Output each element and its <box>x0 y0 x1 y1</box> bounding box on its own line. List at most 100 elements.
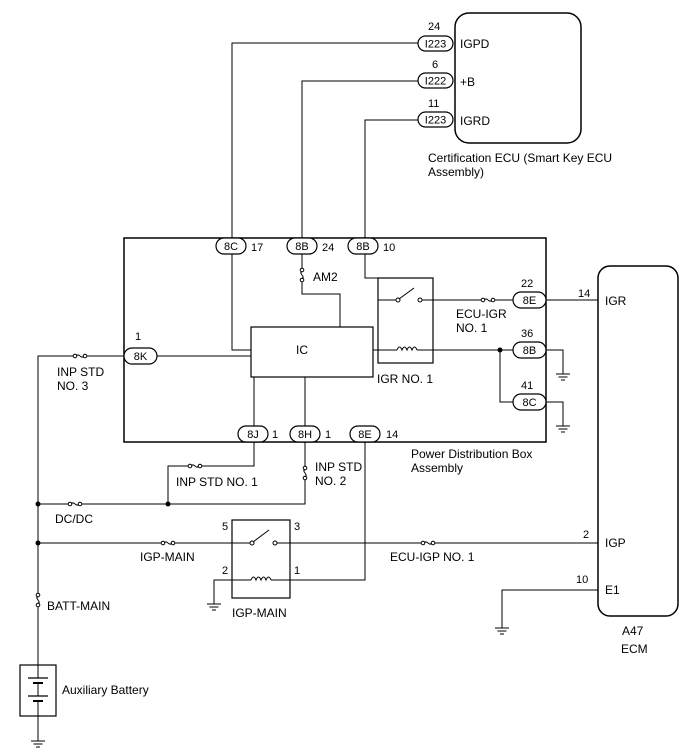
connector-code: 8B <box>295 241 308 253</box>
connector-pill <box>286 237 318 255</box>
relay-switch <box>252 529 270 543</box>
pdb-pin-8c-41: 8C 41 <box>512 380 547 411</box>
inp-std-no3-label-2: NO. 3 <box>57 379 89 393</box>
ecu-igr-fuse-label-2: NO. 1 <box>456 321 488 335</box>
ecm-box <box>597 265 679 617</box>
connector-pill <box>417 72 454 89</box>
ground-icon <box>206 595 222 611</box>
igp-main-fuse <box>157 540 179 546</box>
junctions <box>35 347 503 546</box>
connector-code: 8K <box>134 351 148 363</box>
junction-dot <box>165 501 171 507</box>
am2-fuse-label: AM2 <box>313 270 338 284</box>
ic-label: IC <box>296 343 308 357</box>
connector-code: 8C <box>522 397 536 409</box>
ecm-pin-igp: 2 IGP <box>583 529 626 550</box>
connector-pill <box>512 291 547 309</box>
connector-code: 8E <box>523 295 536 307</box>
pin-number: 14 <box>386 429 398 441</box>
igr-relay <box>373 277 434 364</box>
certification-ecu-label: Certification ECU (Smart Key ECU <box>428 151 612 165</box>
ecu-igr-fuse-label: ECU-IGR <box>456 307 507 321</box>
ground-icon <box>555 417 571 433</box>
pin-name: IGP <box>605 536 626 550</box>
connector-pill <box>237 425 269 443</box>
certification-ecu-label-2: Assembly) <box>428 165 484 179</box>
inp-std-no1-label: INP STD NO. 1 <box>176 475 258 489</box>
inp-std-no2-label: INP STD <box>315 460 362 474</box>
pin-number: 1 <box>325 429 331 441</box>
pin-name: IGR <box>605 294 627 308</box>
batt-main-fuse <box>35 589 41 611</box>
pdb-pin-8b-36: 8B 36 <box>512 328 547 359</box>
relay-pin-3: 3 <box>294 521 300 533</box>
connector-pill <box>123 347 158 365</box>
connector-code: 8E <box>358 429 371 441</box>
relay-coil <box>396 346 418 352</box>
pin-number: 10 <box>383 242 395 254</box>
connector-pill <box>289 425 321 443</box>
pin-number: 2 <box>583 529 589 541</box>
pin-number: 36 <box>521 328 533 340</box>
connector-code: I223 <box>425 115 446 127</box>
inp-std-no2-label-2: NO. 2 <box>315 474 347 488</box>
ecm-pin-igr: 14 IGR <box>578 288 627 308</box>
ecm-code: A47 <box>622 624 644 638</box>
connector-code: 8H <box>298 429 312 441</box>
ground-icon <box>555 365 571 381</box>
relay-pin-2: 2 <box>222 565 228 577</box>
igp-main-fuse-label: IGP-MAIN <box>140 550 195 564</box>
ecu-igr-fuse <box>477 297 499 303</box>
inp-std-no2-fuse <box>302 462 308 484</box>
ic-block: IC <box>250 326 374 378</box>
connector-code: I222 <box>425 76 446 88</box>
pin-number: 14 <box>578 288 590 300</box>
pin-number: 1 <box>135 331 141 343</box>
auxiliary-battery <box>19 664 57 717</box>
pdb-pin-8c-17: 8C 17 <box>215 237 263 255</box>
ic-box <box>250 326 374 378</box>
connector-code: 8B <box>523 345 536 357</box>
relay-pin-1: 1 <box>294 565 300 577</box>
relay-coil <box>250 576 272 582</box>
pin-number: 11 <box>428 98 439 110</box>
inp-std-no3-fuse <box>69 353 91 359</box>
connector-pill <box>512 393 547 411</box>
relay-pin-5: 5 <box>222 521 228 533</box>
pin-number: 24 <box>322 242 334 254</box>
pin-number: 1 <box>272 429 278 441</box>
pin-name: IGPD <box>460 37 490 51</box>
connector-pill <box>349 425 381 443</box>
pin-number: 17 <box>251 242 263 254</box>
pin-name: +B <box>460 75 475 89</box>
pin-number: 41 <box>521 380 533 392</box>
cert-pin-igrd: I223 11 IGRD <box>417 98 490 128</box>
cert-pin-igpd: I223 24 IGPD <box>417 21 490 52</box>
igp-main-relay <box>231 519 291 599</box>
connector-pill <box>347 237 379 255</box>
pdb-label-2: Assembly <box>411 461 463 475</box>
pin-name: IGRD <box>460 114 490 128</box>
connector-pill <box>417 35 454 52</box>
ecm-pin-e1: 10 E1 <box>576 574 620 597</box>
ground-icon <box>494 619 510 635</box>
ecm-label: ECM <box>621 642 648 656</box>
power-distribution-box <box>123 237 547 443</box>
pdb-pin-8j-1: 8J 1 <box>237 425 278 443</box>
pdb-pin-8h-1: 8H 1 <box>289 425 331 443</box>
relay-box <box>231 519 291 599</box>
ecu-igp-fuse-label: ECU-IGP NO. 1 <box>390 550 475 564</box>
ecu-igp-fuse <box>417 540 439 546</box>
pin-number: 22 <box>521 278 533 290</box>
connector-code: 8C <box>224 241 238 253</box>
dcdc-fuse-label: DC/DC <box>55 512 93 526</box>
igr-relay-label: IGR NO. 1 <box>377 372 433 386</box>
relay-switch <box>398 287 415 300</box>
am2-fuse <box>299 264 305 286</box>
connector-pill <box>512 341 547 359</box>
pdb-label: Power Distribution Box <box>411 447 532 461</box>
igp-main-relay-label: IGP-MAIN <box>232 606 287 620</box>
connector-pill <box>215 237 247 255</box>
battery-label: Auxiliary Battery <box>62 683 149 697</box>
